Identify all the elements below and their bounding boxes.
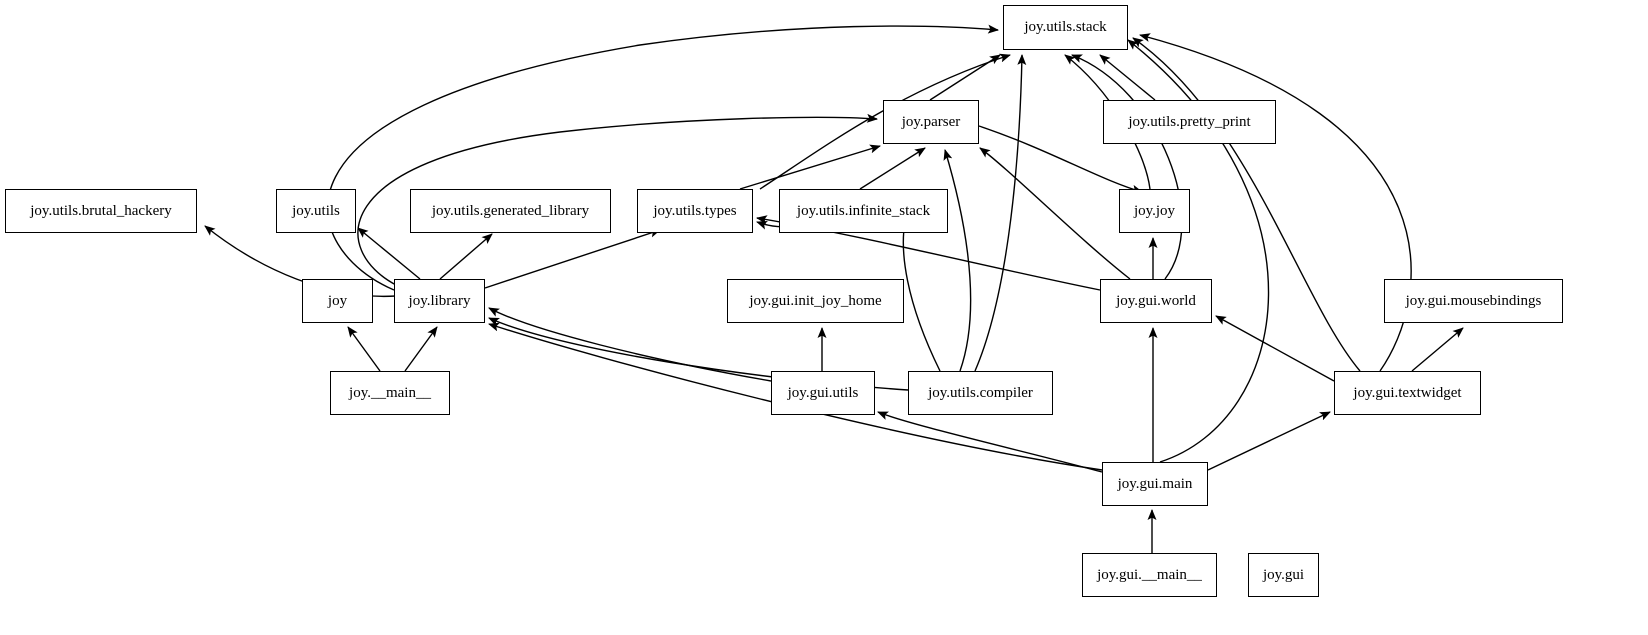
edge-joy-utils-compiler-to-joy-parser <box>943 149 972 372</box>
edge-joy-gui-main-to-joy-gui-textwidget <box>1207 411 1331 471</box>
node-label: joy.gui.textwidget <box>1353 384 1462 401</box>
node-label: joy.utils.compiler <box>928 384 1033 401</box>
edge-joy-utils-pretty-print-to-joy-utils-stack <box>1099 54 1156 101</box>
edge-joy-gui-utils-to-joy-library <box>488 307 772 382</box>
edge-joy-parser-to-joy-joy <box>978 125 1143 194</box>
node-label: joy.utils.generated_library <box>431 202 590 219</box>
edge-joy-utils-infinite-stack-to-joy-parser <box>859 147 926 190</box>
node-joy-gui-utils[interactable]: joy.gui.utils <box>771 371 875 415</box>
node-label: joy.gui <box>1262 566 1305 583</box>
node-label: joy.gui.__main__ <box>1097 566 1202 583</box>
node-joy-gui-main[interactable]: joy.gui.__main__ <box>1082 553 1217 597</box>
node-joy-parser[interactable]: joy.parser <box>883 100 979 144</box>
node-joy-gui-textwidget[interactable]: joy.gui.textwidget <box>1334 371 1481 415</box>
node-joy-utils-pretty-print[interactable]: joy.utils.pretty_print <box>1103 100 1276 144</box>
edge-joy-utils-types-to-joy-parser <box>739 144 881 190</box>
node-joy-gui-mousebindings[interactable]: joy.gui.mousebindings <box>1384 279 1563 323</box>
edge-joy-library-to-joy-utils-types <box>484 228 661 289</box>
edge-joy-library-to-joy-utils-stack <box>326 24 999 291</box>
node-label: joy.utils.types <box>653 202 737 219</box>
node-joy-utils-stack[interactable]: joy.utils.stack <box>1003 5 1128 50</box>
edge-joy-main--to-joy <box>347 326 381 372</box>
node-joy-utils-brutal-hackery[interactable]: joy.utils.brutal_hackery <box>5 189 197 233</box>
node-label: joy.parser <box>901 113 961 130</box>
node-label: joy.library <box>408 292 471 309</box>
node-joy-utils-generated-library[interactable]: joy.utils.generated_library <box>410 189 611 233</box>
edge-joy-gui-world-to-joy-utils-stack <box>1071 54 1183 280</box>
node-joy-gui-init-joy-home[interactable]: joy.gui.init_joy_home <box>727 279 904 323</box>
node-joy-utils[interactable]: joy.utils <box>276 189 356 233</box>
node-label: joy.joy <box>1133 202 1176 219</box>
edge-joy-library-to-joy-utils-generated-library <box>439 233 493 280</box>
edge-joy-gui-textwidget-to-joy-gui-mousebindings <box>1411 327 1464 372</box>
node-joy-utils-infinite-stack[interactable]: joy.utils.infinite_stack <box>779 189 948 233</box>
edge-joy-utils-compiler-to-joy-utils-stack <box>974 54 1027 372</box>
edge-joy-gui-textwidget-to-joy-joy <box>1132 37 1361 372</box>
node-label: joy.__main__ <box>349 384 431 401</box>
node-joy-gui[interactable]: joy.gui <box>1248 553 1319 597</box>
edge-joy-gui-main-to-joy-library <box>488 322 1103 471</box>
edge-joy-gui-world-to-joy-parser <box>979 147 1131 280</box>
node-joy-utils-types[interactable]: joy.utils.types <box>637 189 753 233</box>
edge-joy-library-to-joy-utils <box>357 227 421 280</box>
node-joy-main[interactable]: joy.__main__ <box>330 371 450 415</box>
edge-joy-utils-compiler-to-joy-utils-types <box>898 221 941 372</box>
node-joy[interactable]: joy <box>302 279 373 323</box>
edge-joy-utils-types-to-joy-utils-stack <box>759 53 1011 190</box>
node-label: joy <box>327 292 348 309</box>
node-label: joy.gui.utils <box>787 384 859 401</box>
node-label: joy.utils <box>292 202 340 219</box>
edge-joy-gui-main-to-joy-gui-utils <box>877 411 1103 473</box>
node-joy-utils-compiler[interactable]: joy.utils.compiler <box>908 371 1053 415</box>
node-joy-gui-main[interactable]: joy.gui.main <box>1102 462 1208 506</box>
node-label: joy.gui.mousebindings <box>1405 292 1542 309</box>
node-label: joy.gui.world <box>1116 292 1196 309</box>
node-joy-library[interactable]: joy.library <box>394 279 485 323</box>
node-label: joy.utils.brutal_hackery <box>30 202 172 219</box>
node-label: joy.utils.pretty_print <box>1128 113 1251 130</box>
node-label: joy.gui.main <box>1117 475 1193 492</box>
edge-joy-library-to-joy-parser <box>357 113 878 286</box>
node-joy-joy[interactable]: joy.joy <box>1119 189 1190 233</box>
node-label: joy.utils.stack <box>1024 19 1107 35</box>
node-joy-gui-world[interactable]: joy.gui.world <box>1100 279 1212 323</box>
edge-joy-main--to-joy-library <box>404 326 438 372</box>
edge-joy-gui-textwidget-to-joy-utils-stack <box>1139 33 1412 372</box>
node-label: joy.utils.infinite_stack <box>796 202 931 219</box>
edge-joy-gui-textwidget-to-joy-gui-world <box>1215 315 1335 382</box>
node-label: joy.gui.init_joy_home <box>749 292 882 309</box>
